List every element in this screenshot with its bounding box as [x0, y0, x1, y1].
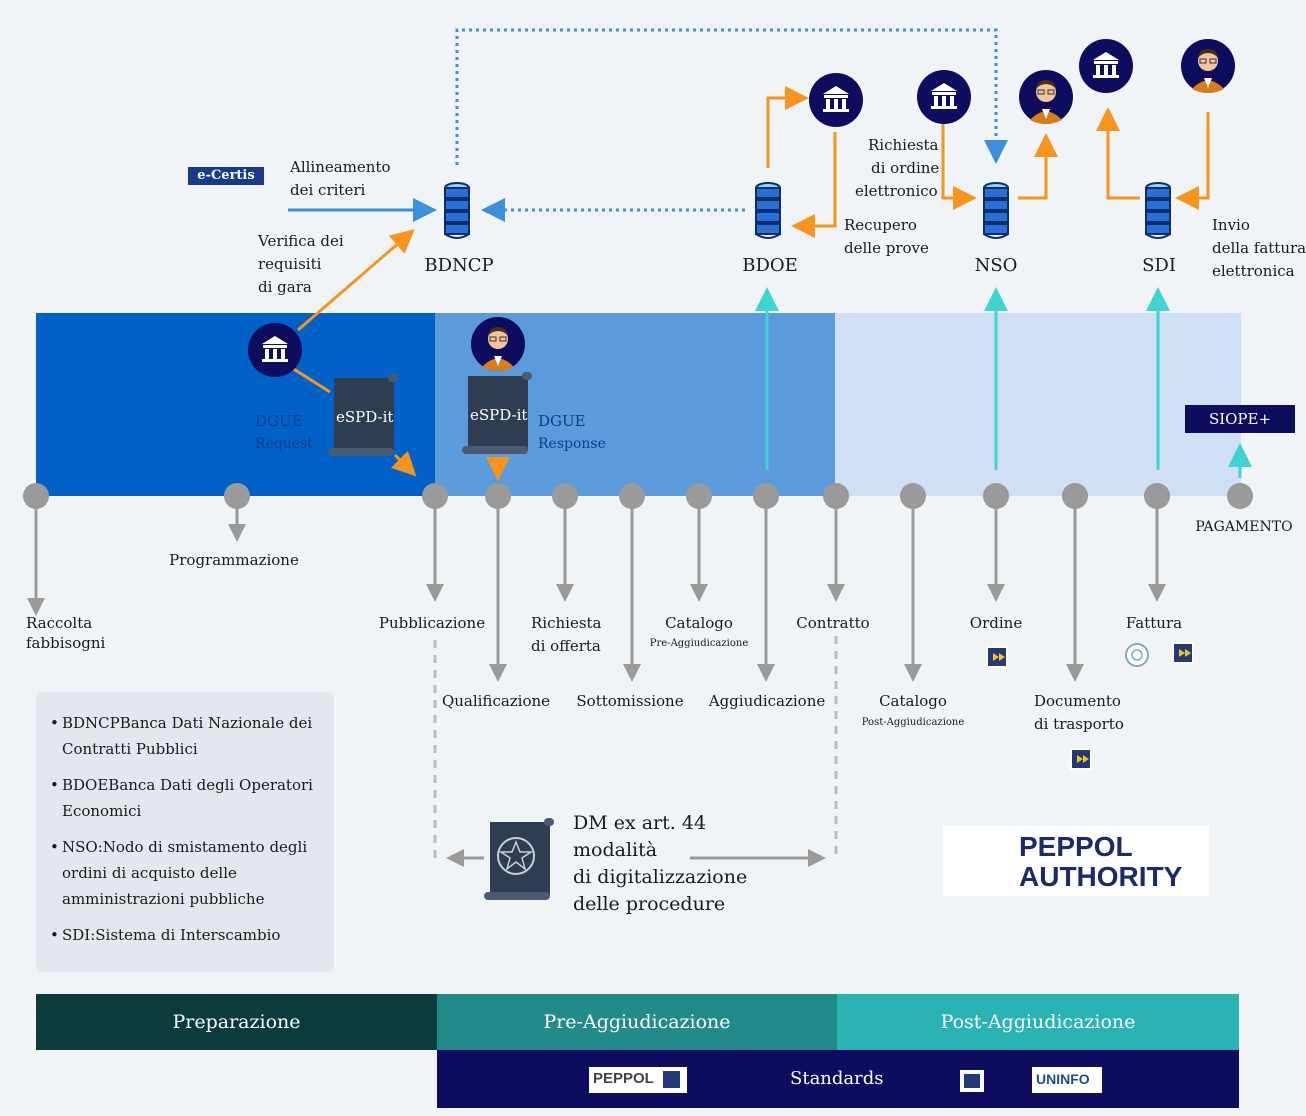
annotation-verifica-2: requisiti	[258, 255, 322, 273]
bank-icon-bdoe	[809, 73, 863, 127]
sdi-database-icon	[1145, 182, 1171, 239]
phase-post-aggiudicazione: Post-Aggiudicazione	[837, 994, 1239, 1050]
dm-decree-document-icon	[484, 818, 554, 900]
dm-text-1: DM ex art. 44	[573, 812, 707, 834]
bank-icon-sdi	[1079, 39, 1133, 93]
dgue-request-label-2: Request	[255, 436, 313, 452]
timeline-contratto: Contratto	[796, 614, 870, 632]
annotation-recupero-1: Recupero	[844, 216, 917, 234]
dm-text-3: di digitalizzazione	[573, 866, 748, 888]
standards-small-logo	[960, 1070, 984, 1092]
uninfo-logo-text: UNINFO	[1036, 1071, 1090, 1087]
dotted-arrow-bdncp-nso	[455, 28, 1008, 165]
legend-item-bdoe: BDOEBanca Dati degli Operatori Economici	[50, 772, 322, 824]
peppol-badge-trasporto	[1070, 748, 1092, 770]
peppol-authority-word-2: AUTHORITY	[1019, 861, 1183, 892]
standards-small-logo-icon	[964, 1074, 980, 1088]
timeline-pagamento: PAGAMENTO	[1195, 519, 1293, 535]
arrow-nso-person	[1018, 133, 1058, 200]
peppol-badge-fattura	[1172, 642, 1194, 664]
espd-response-doc-label: eSPD-it	[470, 406, 528, 424]
bdoe-label: BDOE	[742, 255, 798, 276]
bdncp-label: BDNCP	[424, 255, 494, 276]
peppol-authority-logo: PEPPOL AUTHORITY	[943, 826, 1209, 896]
arrow-dgue-request	[291, 366, 410, 470]
peppol-standard-icon	[663, 1071, 680, 1088]
ecertis-logo: e-Certis	[188, 167, 264, 185]
peppol-standard-logo: PEPPOL	[589, 1067, 687, 1093]
timeline-catalogo-pre-1: Catalogo	[665, 614, 733, 632]
arrow-bdoe-bank	[766, 86, 809, 168]
sdi-label: SDI	[1142, 255, 1176, 276]
annotation-recupero-2: delle prove	[844, 239, 929, 257]
timeline-ordine: Ordine	[969, 614, 1023, 632]
standards-bar	[437, 1050, 1239, 1108]
timeline-aggiudicazione: Aggiudicazione	[708, 692, 826, 710]
annotation-invio-fattura-1: Invio	[1212, 216, 1250, 234]
person-icon-sdi	[1180, 38, 1236, 94]
dm-text-4: delle procedure	[573, 893, 726, 915]
timeline-catalogo-post-2: Post-Aggiudicazione	[861, 717, 965, 728]
peppol-badge-ordine	[986, 646, 1008, 668]
phase-preparazione: Preparazione	[36, 994, 437, 1050]
standards-label: Standards	[790, 1068, 884, 1089]
timeline-raccolta-2: fabbisogni	[26, 634, 106, 652]
bdoe-database-icon	[755, 182, 781, 239]
timeline-sottomissione: Sottomissione	[576, 692, 684, 710]
annotation-richiesta-ordine-2: di ordine	[871, 159, 940, 177]
nso-label: NSO	[974, 255, 1018, 276]
dgue-response-label-1: DGUE	[538, 412, 586, 430]
annotation-allineamento-2: dei criteri	[290, 181, 366, 199]
person-icon-operatore	[470, 316, 526, 372]
bank-icon-nso	[917, 70, 971, 124]
annotation-invio-fattura-2: della fattura	[1212, 239, 1306, 257]
timeline-catalogo-pre-2: Pre-Aggiudicazione	[649, 638, 749, 649]
bank-icon-stazione-appaltante	[248, 323, 302, 377]
dm-text-2: modalità	[573, 839, 658, 861]
timeline-raccolta-1: Raccolta	[26, 614, 93, 632]
nso-database-icon	[983, 182, 1009, 239]
legend-item-bdncp: BDNCPBanca Dati Nazionale dei Contratti …	[50, 710, 322, 762]
arrow-bank-bdoe	[791, 132, 837, 238]
person-icon-nso	[1018, 69, 1074, 125]
peppol-standard-logo-text: PEPPOL	[593, 1070, 654, 1087]
arrow-person-sdi	[1175, 112, 1210, 210]
arrow-sdi-bank	[1096, 107, 1140, 200]
timeline-dots	[23, 483, 1253, 509]
annotation-richiesta-ordine-1: Richiesta	[868, 136, 939, 154]
timeline-fattura: Fattura	[1125, 614, 1183, 632]
italian-republic-emblem-icon	[1125, 643, 1149, 667]
timeline-documento-trasporto-1: Documento	[1034, 692, 1121, 710]
italian-emblem-icon	[497, 837, 535, 875]
siope-box: SIOPE+	[1185, 405, 1295, 433]
arrow-bank-nso	[941, 124, 977, 210]
timeline-catalogo-post-1: Catalogo	[879, 692, 947, 710]
annotation-allineamento-1: Allineamento	[290, 158, 391, 176]
legend-box: BDNCPBanca Dati Nazionale dei Contratti …	[36, 692, 334, 972]
peppol-authority-word-1: PEPPOL	[1019, 831, 1133, 862]
timeline-richiesta-offerta-2: di offerta	[531, 637, 601, 655]
uninfo-logo: UNINFO	[1032, 1067, 1102, 1093]
timeline-qualificazione: Qualificazione	[441, 692, 551, 710]
annotation-richiesta-ordine-3: elettronico	[855, 182, 938, 200]
dgue-response-label-2: Response	[538, 436, 606, 452]
timeline-pubblicazione: Pubblicazione	[378, 614, 486, 632]
espd-request-doc-label: eSPD-it	[336, 408, 394, 426]
dgue-request-label-1: DGUE	[255, 412, 303, 430]
arrow-verifica	[297, 229, 415, 332]
timeline-richiesta-offerta-1: Richiesta	[531, 614, 602, 632]
legend-item-nso: NSO:Nodo di smistamento degli ordini di …	[50, 834, 322, 912]
timeline-programmazione: Programmazione	[169, 551, 299, 569]
phase-pre-aggiudicazione: Pre-Aggiudicazione	[437, 994, 837, 1050]
timeline-documento-trasporto-2: di trasporto	[1034, 715, 1124, 733]
annotation-verifica-3: di gara	[258, 278, 312, 296]
legend-item-sdi: SDI:Sistema di Interscambio	[50, 922, 322, 948]
band-post-aggiudicazione	[835, 313, 1241, 496]
bdncp-database-icon	[444, 182, 470, 239]
annotation-invio-fattura-3: elettronica	[1212, 262, 1295, 280]
annotation-verifica-1: Verifica dei	[258, 232, 344, 250]
